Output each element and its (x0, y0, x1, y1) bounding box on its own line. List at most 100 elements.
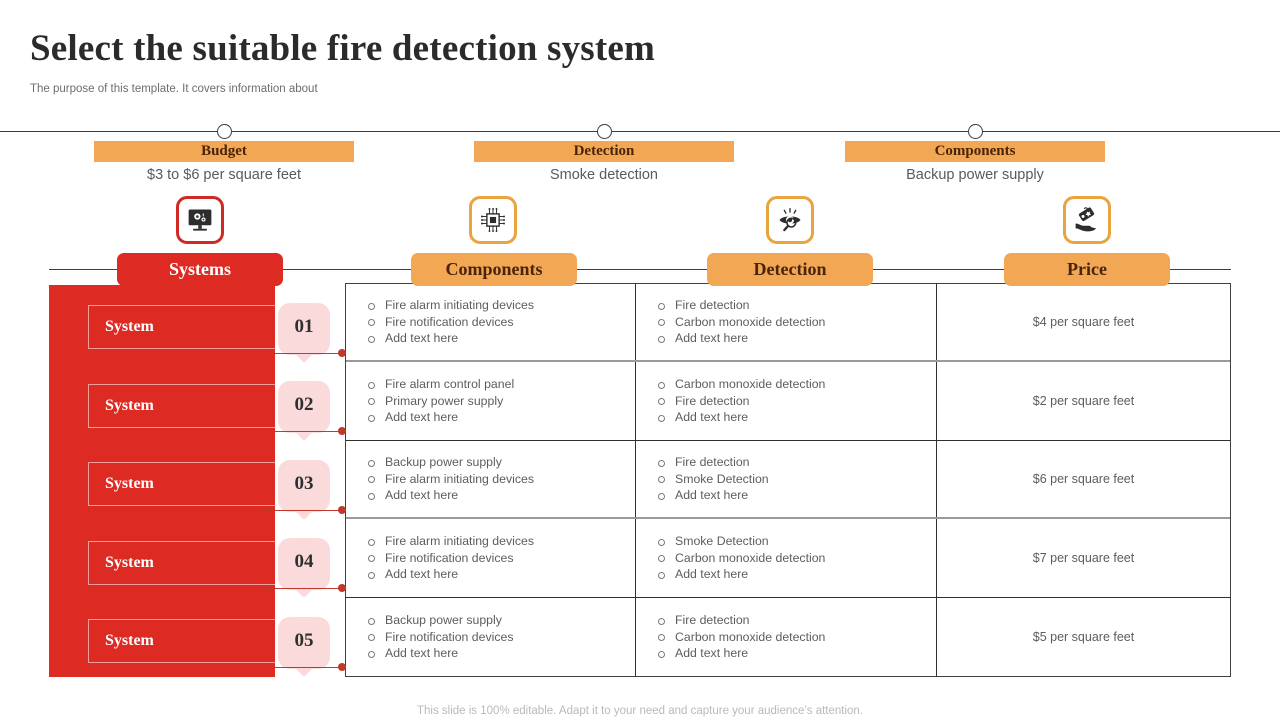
table-row: Fire alarm initiating devices Fire notif… (346, 284, 1230, 363)
table-row: Backup power supply Fire notification de… (346, 597, 1230, 676)
timeline-desc: Backup power supply (906, 167, 1044, 183)
list-item: Fire notification devices (368, 550, 635, 567)
badge-connector-line (262, 588, 342, 589)
timeline-item-budget: Budget $3 to $6 per square feet (94, 141, 354, 183)
list-item: Fire notification devices (368, 314, 635, 331)
timeline-chip-label: Detection (474, 141, 734, 162)
list-item: Add text here (368, 330, 635, 347)
components-cell: Backup power supply Fire alarm initiatin… (346, 440, 636, 518)
badge-connector-line (262, 353, 342, 354)
bullet-icon (368, 650, 375, 658)
badge-connector-dot (338, 427, 346, 435)
list-item-text: Add text here (385, 410, 459, 425)
list-item-text: Fire detection (675, 613, 750, 627)
bullet-icon (368, 634, 375, 641)
timeline-item-components: Components Backup power supply (845, 141, 1105, 183)
list-item-text: Carbon monoxide detection (675, 377, 826, 392)
detection-cell: Fire detection Carbon monoxide detection… (636, 597, 937, 676)
list-item-text: Carbon monoxide detection (675, 314, 826, 329)
table-row: Fire alarm control panel Primary power s… (346, 362, 1230, 441)
list-item-text: Smoke Detection (675, 534, 769, 549)
list-item-text: Backup power supply (385, 613, 502, 627)
list-item-text: Carbon monoxide detection (675, 550, 826, 565)
system-row-4[interactable]: System (88, 541, 276, 585)
systems-panel (49, 285, 275, 677)
bullet-icon (658, 650, 665, 658)
badge-connector-line (262, 510, 342, 511)
timeline-desc: Smoke detection (549, 167, 658, 183)
bullet-icon (368, 571, 375, 579)
list-item: Fire alarm initiating devices (368, 471, 635, 488)
system-row-3[interactable]: System (88, 462, 276, 506)
list-item: Add text here (368, 566, 635, 583)
system-row-2[interactable]: System (88, 384, 276, 428)
list-item-text: Add text here (675, 646, 749, 660)
bullet-icon (368, 617, 375, 625)
bullet-icon (368, 398, 375, 406)
bullet-icon (368, 335, 375, 343)
list-item: Add text here (368, 409, 635, 426)
page-subtitle: The purpose of this template. It covers … (30, 83, 318, 95)
page-title: Select the suitable fire detection syste… (30, 28, 656, 69)
bullet-icon (658, 302, 665, 310)
list-item-text: Fire detection (675, 298, 750, 313)
badge-connector-dot (338, 584, 346, 592)
system-row-5[interactable]: System (88, 619, 276, 663)
list-item: Backup power supply (368, 454, 635, 471)
badge-03: 03 (278, 460, 330, 512)
list-item-text: Fire alarm control panel (385, 377, 515, 392)
list-item: Backup power supply (368, 612, 635, 629)
list-item-text: Add text here (385, 331, 459, 346)
components-cell: Fire alarm control panel Primary power s… (346, 362, 636, 440)
list-item: Fire alarm control panel (368, 376, 635, 393)
badge-connector-line (262, 431, 342, 432)
column-tab-components[interactable]: Components (411, 253, 577, 286)
eye-magnifier-icon (766, 196, 814, 244)
header-rule-left (49, 269, 1231, 270)
timeline-chip-label: Components (845, 141, 1105, 162)
bullet-icon (658, 617, 665, 625)
bullet-icon (368, 538, 375, 546)
table-row: Fire alarm initiating devices Fire notif… (346, 519, 1230, 598)
list-item: Carbon monoxide detection (658, 314, 936, 331)
list-item-text: Add text here (675, 331, 749, 346)
list-item: Fire detection (658, 612, 936, 629)
timeline-chip-label: Budget (94, 141, 354, 162)
price-cell: $5 per square feet (1032, 629, 1135, 644)
column-tab-detection[interactable]: Detection (707, 253, 873, 286)
list-item: Primary power supply (368, 393, 635, 410)
list-item: Add text here (658, 566, 936, 583)
list-item: Add text here (368, 487, 635, 504)
list-item-text: Add text here (385, 567, 459, 582)
badge-connector-line (262, 667, 342, 668)
detection-cell: Fire detection Smoke Detection Add text … (636, 440, 937, 518)
timeline-axis (0, 131, 1280, 132)
list-item: Carbon monoxide detection (658, 376, 936, 393)
badge-03-wrap: 03 (262, 460, 346, 520)
list-item-text: Add text here (675, 488, 749, 503)
price-cell: $6 per square feet (1032, 471, 1135, 486)
column-tab-systems[interactable]: Systems (117, 253, 283, 286)
list-item-text: Smoke Detection (675, 471, 769, 486)
list-item: Fire notification devices (368, 629, 635, 646)
list-item: Smoke Detection (658, 533, 936, 550)
list-item-text: Fire alarm initiating devices (385, 471, 534, 486)
badge-02-wrap: 02 (262, 381, 346, 441)
footer-note: This slide is 100% editable. Adapt it to… (416, 705, 864, 717)
timeline-node-1 (217, 124, 232, 139)
bullet-icon (658, 538, 665, 546)
bullet-icon (368, 319, 375, 327)
components-cell: Fire alarm initiating devices Fire notif… (346, 519, 636, 597)
bullet-icon (658, 398, 665, 406)
timeline-node-2 (597, 124, 612, 139)
bullet-icon (368, 476, 375, 484)
list-item-text: Fire detection (675, 393, 750, 408)
list-item-text: Backup power supply (385, 455, 502, 470)
list-item: Fire alarm initiating devices (368, 533, 635, 550)
badge-01: 01 (278, 303, 330, 355)
column-tab-price[interactable]: Price (1004, 253, 1170, 286)
system-row-1[interactable]: System (88, 305, 276, 349)
comparison-table: Fire alarm initiating devices Fire notif… (345, 283, 1231, 677)
badge-05-wrap: 05 (262, 617, 346, 677)
badge-05: 05 (278, 617, 330, 669)
